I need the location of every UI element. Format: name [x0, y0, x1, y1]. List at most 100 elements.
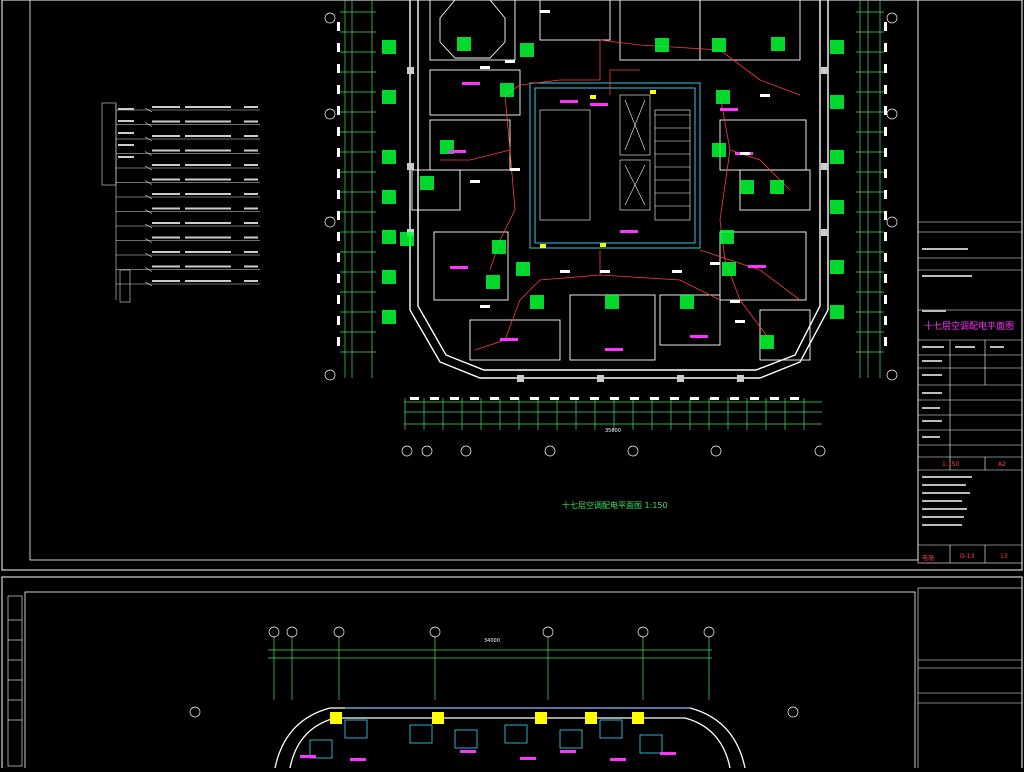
upper-floor-plan — [324, 0, 898, 457]
dimension-value — [884, 148, 887, 157]
dimension-value — [510, 397, 519, 400]
dimension-value — [710, 397, 719, 400]
breaker-symbol — [144, 223, 153, 229]
room-label — [605, 348, 623, 351]
column — [585, 712, 597, 724]
dimension-value — [650, 397, 659, 400]
circuit-label — [760, 94, 770, 97]
ac-unit-icon — [830, 95, 844, 109]
ac-unit-icon — [382, 310, 396, 324]
room — [411, 169, 461, 211]
lower-labels — [300, 750, 676, 761]
shaft-cross — [624, 99, 646, 151]
breaker-symbol — [144, 180, 153, 185]
grid-bubble-icon — [324, 12, 336, 24]
dimension-value — [610, 397, 619, 400]
breaker-symbol — [144, 238, 153, 243]
room — [429, 69, 521, 116]
room-label — [448, 150, 466, 153]
cable-spec — [185, 280, 231, 282]
circuit-id — [152, 207, 180, 210]
room-label — [460, 750, 476, 753]
grid-bubble-icon — [814, 445, 826, 457]
circuit-label — [480, 66, 490, 69]
ac-unit-icon — [830, 40, 844, 54]
title-block-size: A2 — [998, 461, 1006, 468]
panel-marker — [590, 95, 596, 99]
panel-box — [101, 102, 117, 186]
column — [737, 375, 744, 382]
column — [821, 67, 828, 74]
title-block-sheet-number: 13 — [1000, 553, 1008, 560]
lower-sheet-outer-border — [1, 576, 1023, 772]
column — [535, 712, 547, 724]
grid-bubbles — [324, 12, 898, 457]
ac-unit-icon — [740, 180, 754, 194]
ac-unit-icon — [520, 43, 534, 57]
breaker-symbol — [144, 122, 153, 127]
lower-equipment — [309, 707, 690, 759]
ac-unit-icon — [500, 83, 514, 97]
room-label — [462, 82, 480, 85]
dimension-values — [337, 22, 887, 400]
dimension-value — [337, 337, 340, 346]
ac-unit-icon — [712, 38, 726, 52]
room-label — [590, 103, 608, 106]
ac-unit-icon — [716, 90, 730, 104]
panel-spec — [118, 108, 134, 110]
circuit-id — [152, 193, 180, 195]
ac-unit-icon — [516, 262, 530, 276]
room — [469, 319, 561, 361]
dimension-value — [730, 397, 739, 400]
dimension-value — [670, 397, 679, 400]
ac-unit-icon — [492, 240, 506, 254]
ac-unit-icon — [382, 150, 396, 164]
circuit-label — [740, 152, 750, 155]
dimension-value — [884, 316, 887, 325]
circuit-id — [152, 265, 180, 268]
grid-bubble-icon — [286, 626, 298, 638]
breaker-symbol — [144, 194, 153, 200]
dimension-value — [337, 190, 340, 199]
ac-unit-icon — [382, 230, 396, 244]
circuit-label — [505, 60, 515, 63]
cable-spec — [185, 193, 231, 195]
ac-unit-icon — [457, 37, 471, 51]
ac-unit-icon — [655, 38, 669, 52]
dimension-value — [337, 127, 340, 136]
circuit-label — [510, 168, 520, 171]
dimension-value — [884, 232, 887, 241]
grid-bubble-icon — [710, 445, 722, 457]
circuit-run — [440, 94, 511, 161]
cable-spec — [185, 265, 231, 268]
title-block-scale: 1:150 — [942, 461, 960, 468]
grid-bubble-icon — [268, 626, 280, 638]
panel-marker — [650, 90, 656, 94]
dimension-value — [570, 397, 579, 400]
dimension-value — [690, 397, 699, 400]
dimension-value — [337, 106, 340, 115]
ac-unit-icon — [830, 260, 844, 274]
upper-sheet — [1, 0, 1023, 571]
building-outline — [409, 0, 829, 379]
load-name — [244, 251, 258, 253]
dimension-value — [884, 22, 887, 31]
column — [517, 375, 524, 382]
room — [699, 0, 801, 61]
column — [597, 375, 604, 382]
dimension-value — [770, 397, 779, 400]
title-block-drawing-number: D-13 — [960, 553, 975, 560]
load-name — [244, 222, 258, 224]
grid-bubble-icon — [401, 445, 413, 457]
ac-unit-icon — [830, 200, 844, 214]
dimension-value — [337, 43, 340, 52]
dimension-value — [884, 253, 887, 262]
room-label — [690, 335, 708, 338]
circuit-run — [699, 249, 801, 301]
breaker-symbol — [144, 209, 153, 214]
workstation — [599, 719, 623, 739]
cable-spec — [185, 120, 231, 123]
dimension-value — [884, 211, 887, 220]
room-label — [620, 230, 638, 233]
column — [407, 67, 414, 74]
